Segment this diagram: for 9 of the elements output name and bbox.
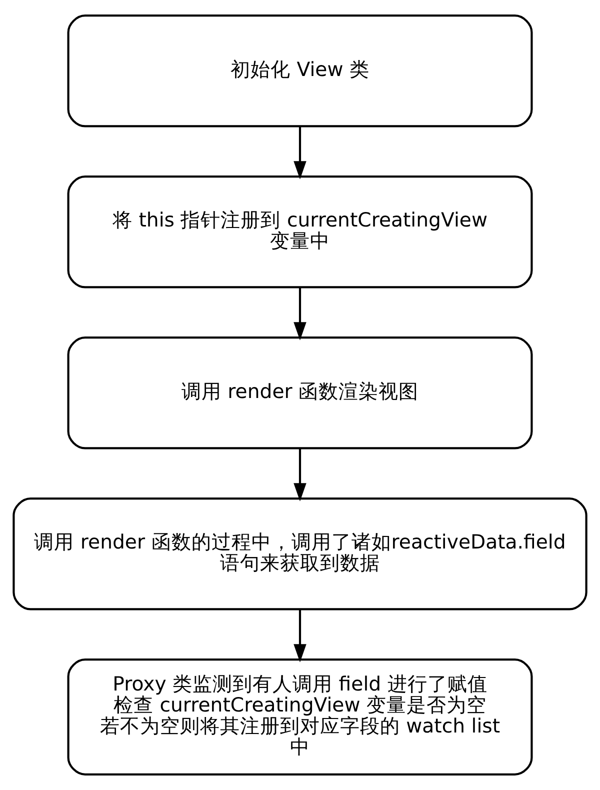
node-box: 调用 render 函数渲染视图 — [67, 336, 533, 450]
arrow — [294, 610, 306, 662]
node-box: Proxy 类监测到有人调用 field 进行了赋值 检查 currentCreatingView 变量是否为空 若不为空则将其注册到对应字段的 watch list 中 — [67, 658, 533, 776]
node-box: 调用 render 函数的过程中，调用了诸如reactiveData.field 语句来获取到数据 — [12, 498, 588, 610]
arrow — [294, 287, 306, 340]
arrow — [294, 448, 306, 502]
node-box: 初始化 View 类 — [67, 14, 533, 128]
node-box: 将 this 指针注册到 currentCreatingView 变量中 — [67, 176, 533, 288]
arrow — [294, 126, 306, 180]
